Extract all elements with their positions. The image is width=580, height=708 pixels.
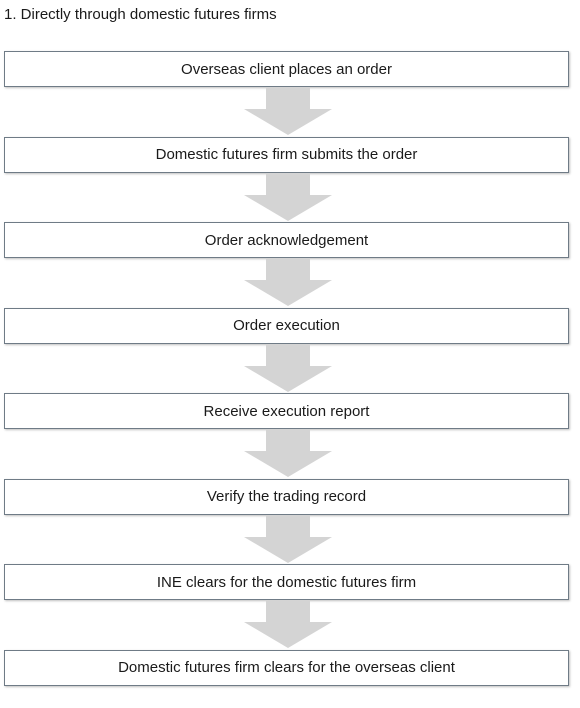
down-arrow-icon [244,429,332,477]
flow-step-1: Overseas client places an order [4,51,569,87]
down-arrow-icon [244,87,332,135]
down-arrow-icon [244,514,332,563]
flow-step-7: INE clears for the domestic futures firm [4,564,569,600]
down-arrow-icon [244,172,332,221]
diagram-heading: 1. Directly through domestic futures fir… [4,6,277,23]
flow-step-8: Domestic futures firm clears for the ove… [4,649,569,686]
down-arrow-icon [244,600,332,648]
flow-step-5: Receive execution report [4,393,569,429]
flow-step-4: Order execution [4,307,569,344]
flow-step-3: Order acknowledgement [4,222,569,258]
down-arrow-icon [244,343,332,392]
down-arrow-icon [244,258,332,306]
flow-step-6: Verify the trading record [4,478,569,515]
flow-step-2: Domestic futures firm submits the order [4,136,569,173]
